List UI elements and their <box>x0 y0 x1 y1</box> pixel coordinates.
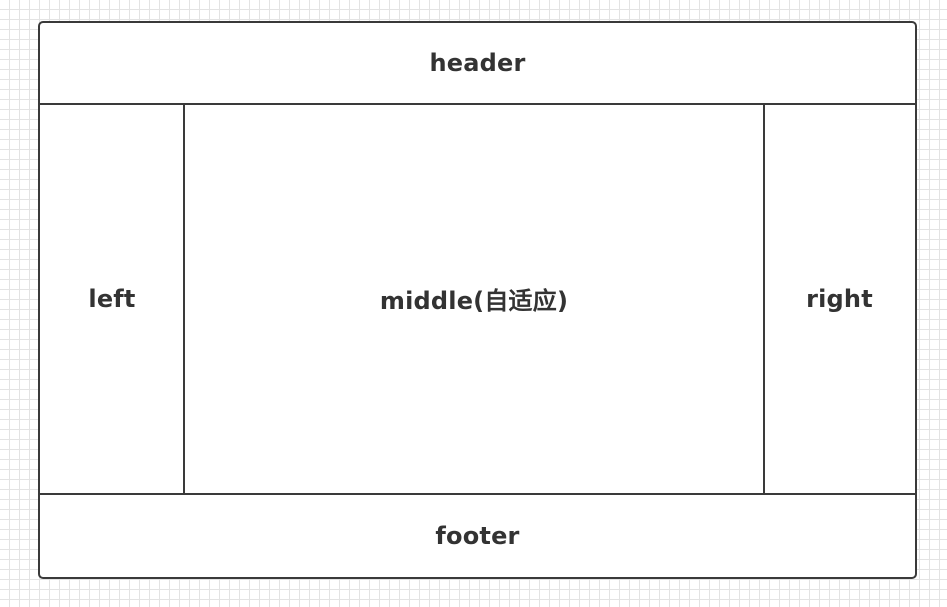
left-label: left <box>88 284 136 313</box>
left-divider <box>183 104 185 494</box>
header-divider <box>40 103 915 105</box>
right-region: right <box>764 103 915 494</box>
left-region: left <box>40 103 184 494</box>
middle-region: middle(自适应) <box>184 103 764 494</box>
header-label: header <box>429 49 526 77</box>
middle-label: middle(自适应) <box>379 287 569 315</box>
right-divider <box>763 104 765 494</box>
right-label: right <box>806 284 873 313</box>
footer-region: footer <box>40 494 915 577</box>
header-region: header <box>40 23 915 103</box>
footer-divider <box>40 493 915 495</box>
layout-diagram: header left middle(自适应) right footer <box>38 21 917 579</box>
footer-label: footer <box>435 521 520 550</box>
